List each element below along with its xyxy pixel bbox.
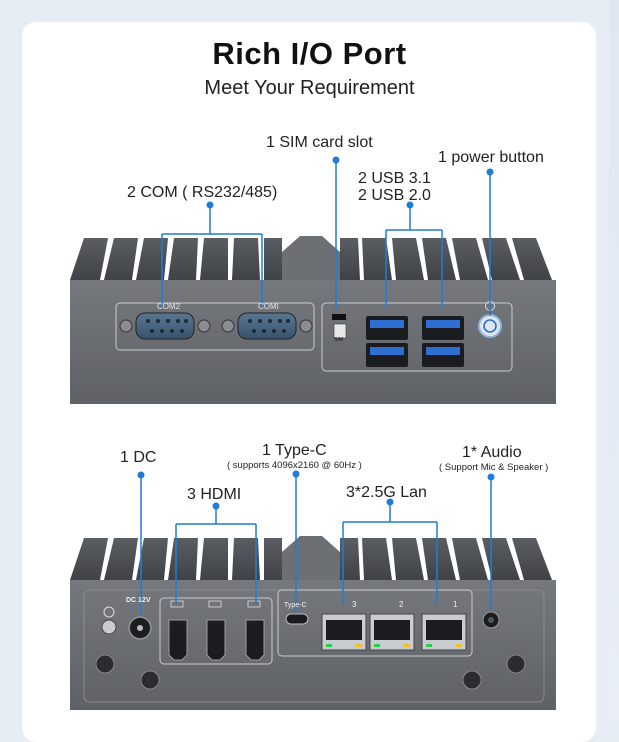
dc-jack-pin	[137, 625, 143, 631]
power-button[interactable]	[478, 314, 502, 338]
side-strip-top	[609, 0, 619, 720]
front-heatsink-fins	[70, 238, 552, 280]
rear-screw-left-bottom	[140, 670, 160, 690]
sim-slot[interactable]	[332, 314, 346, 320]
ground-screw	[101, 619, 117, 635]
lan-port-2[interactable]	[369, 613, 415, 651]
power-icon	[483, 319, 497, 333]
hdmi-port-1[interactable]	[168, 619, 188, 661]
power-label: 1 power button	[438, 149, 544, 166]
typec-note: ( supports 4096x2160 @ 60Hz )	[227, 460, 362, 471]
rear-screw-right-bottom	[462, 670, 482, 690]
usb-outline	[321, 302, 513, 372]
com1-port-label: COMI	[258, 302, 279, 311]
rear-screw-left-top	[95, 654, 115, 674]
lan3-port-label: 3	[352, 600, 357, 609]
usb20-left-tongue	[370, 347, 404, 355]
front-chassis	[70, 280, 556, 404]
dc-port-label: DC 12V	[126, 597, 151, 604]
lan2-port-label: 2	[399, 600, 404, 609]
typec-port-label: Type-C	[284, 602, 307, 609]
rear-device	[70, 470, 556, 710]
com2-port[interactable]	[135, 312, 195, 340]
front-leader-lines	[161, 160, 491, 316]
com-label: 2 COM ( RS232/485)	[127, 184, 278, 201]
front-device	[70, 156, 556, 404]
com1-screw-left	[221, 319, 235, 333]
device-illustration: COM2 COMI SIM DC 12V Type-C 3 2 1	[70, 156, 556, 710]
hdmi-port-2[interactable]	[206, 619, 226, 661]
usb31-right-tongue	[426, 320, 460, 328]
lan-label: 3*2.5G Lan	[346, 484, 427, 501]
sim-label: 1 SIM card slot	[266, 134, 373, 151]
audio-label: 1* Audio	[462, 444, 522, 461]
com2-screw-left	[119, 319, 133, 333]
audio-jack-hole	[488, 617, 494, 623]
lan-port-3[interactable]	[321, 613, 367, 651]
typec-port[interactable]	[285, 613, 309, 625]
front-center-ridge	[282, 236, 340, 280]
rear-leader-lines	[140, 474, 492, 615]
lan1-port-label: 1	[453, 600, 458, 609]
usb20-label: 2 USB 2.0	[358, 187, 431, 204]
hdmi-label: 3 HDMI	[187, 486, 242, 503]
lan-outline	[277, 589, 473, 657]
sim-port-label: SIM	[334, 337, 343, 343]
rear-center-ridge	[282, 536, 340, 580]
hdmi-port-3[interactable]	[245, 619, 265, 661]
rear-screw-right-top	[506, 654, 526, 674]
com1-port[interactable]	[237, 312, 297, 340]
hdmi-icon-1	[170, 600, 184, 608]
audio-note: ( Support Mic & Speaker )	[439, 462, 549, 473]
hdmi-outline	[159, 597, 273, 665]
usb31-left-tongue	[370, 320, 404, 328]
com1-screw-right	[299, 319, 313, 333]
page-title: Rich I/O Port	[212, 36, 407, 71]
com-outline	[115, 302, 315, 351]
sim-icon	[333, 323, 347, 339]
com2-screw-right	[197, 319, 211, 333]
rear-heatsink-fins	[70, 538, 552, 580]
usb31-label: 2 USB 3.1	[358, 170, 431, 187]
dc-label: 1 DC	[120, 449, 157, 466]
hdmi-icon-3	[247, 600, 261, 608]
ground-icon	[103, 606, 115, 618]
usb20-right-tongue	[426, 347, 460, 355]
com2-port-label: COM2	[157, 302, 181, 311]
page-subtitle: Meet Your Requirement	[204, 77, 415, 99]
lan-port-1[interactable]	[421, 613, 467, 651]
typec-label: 1 Type-C	[262, 442, 327, 459]
hdmi-icon-2	[208, 600, 222, 608]
